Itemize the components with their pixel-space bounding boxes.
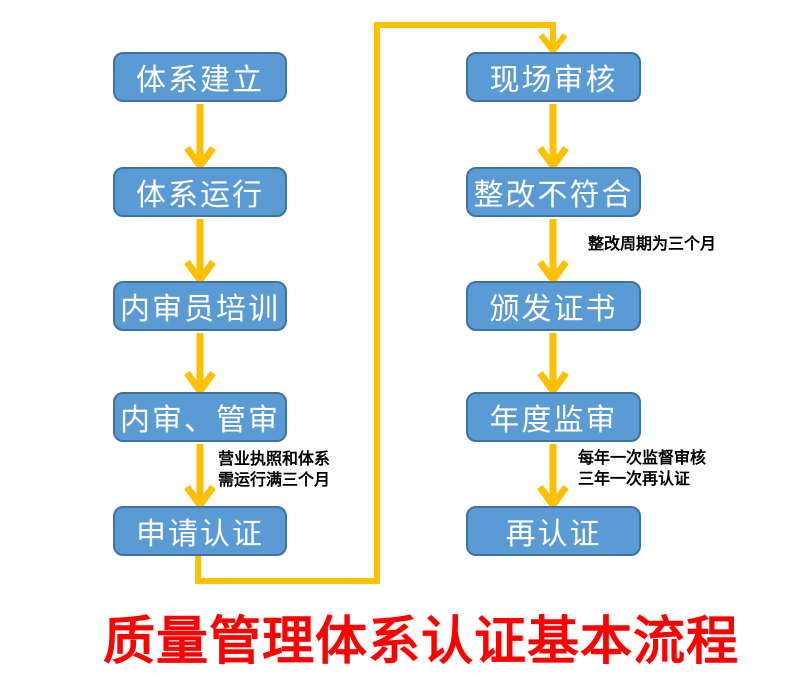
node-label: 整改不符合 bbox=[473, 179, 634, 212]
node-label: 年度监审 bbox=[489, 404, 618, 437]
connector-apply-to-onsite-audit bbox=[195, 22, 556, 584]
annotation-line: 每年一次监督审核 bbox=[578, 450, 707, 467]
node-issue-certificate: 颁发证书 bbox=[466, 281, 641, 331]
arrow-down-left-3-icon bbox=[184, 333, 216, 397]
node-onsite-audit: 现场审核 bbox=[466, 52, 641, 102]
arrow-down-right-1-icon bbox=[537, 104, 569, 172]
node-label: 体系运行 bbox=[136, 179, 264, 212]
arrow-down-right-3-icon bbox=[537, 333, 569, 397]
arrow-down-right-4-icon bbox=[537, 444, 569, 511]
annotation-line: 营业执照和体系 bbox=[218, 451, 331, 468]
node-label: 颁发证书 bbox=[489, 293, 618, 326]
node-system-operation: 体系运行 bbox=[113, 167, 287, 217]
node-label: 内审、管审 bbox=[120, 404, 280, 437]
annotation-license-and-system-note: 营业执照和体系 需运行满三个月 bbox=[218, 449, 330, 491]
annotation-rectification-period-note: 整改周期为三个月 bbox=[588, 234, 716, 255]
arrow-down-left-2-icon bbox=[184, 219, 216, 286]
node-label: 申请认证 bbox=[136, 518, 264, 551]
node-apply-certification: 申请认证 bbox=[113, 506, 287, 556]
annotation-line: 需运行满三个月 bbox=[218, 472, 331, 489]
node-internal-and-management-audit: 内审、管审 bbox=[113, 392, 287, 442]
page-title: 质量管理体系认证基本流程 bbox=[102, 614, 739, 671]
arrow-down-right-2-icon bbox=[537, 219, 569, 286]
arrow-down-left-4-icon bbox=[184, 444, 216, 511]
annotation-surveillance-cycle-note: 每年一次监督审核 三年一次再认证 bbox=[578, 448, 706, 490]
node-recertification: 再认证 bbox=[466, 506, 641, 556]
arrow-down-left-1-icon bbox=[184, 104, 216, 172]
annotation-line: 三年一次再认证 bbox=[578, 471, 691, 488]
node-label: 体系建立 bbox=[136, 64, 264, 97]
node-annual-surveillance-audit: 年度监审 bbox=[466, 392, 641, 442]
node-label: 再认证 bbox=[505, 518, 602, 551]
node-internal-auditor-training: 内审员培训 bbox=[113, 281, 287, 331]
connector-arrowhead-icon bbox=[538, 33, 568, 56]
node-system-establishment: 体系建立 bbox=[113, 52, 287, 102]
node-label: 现场审核 bbox=[489, 64, 618, 97]
node-label: 内审员培训 bbox=[120, 293, 280, 326]
node-rectify-nonconformity: 整改不符合 bbox=[466, 167, 641, 217]
annotation-line: 整改周期为三个月 bbox=[588, 236, 717, 253]
